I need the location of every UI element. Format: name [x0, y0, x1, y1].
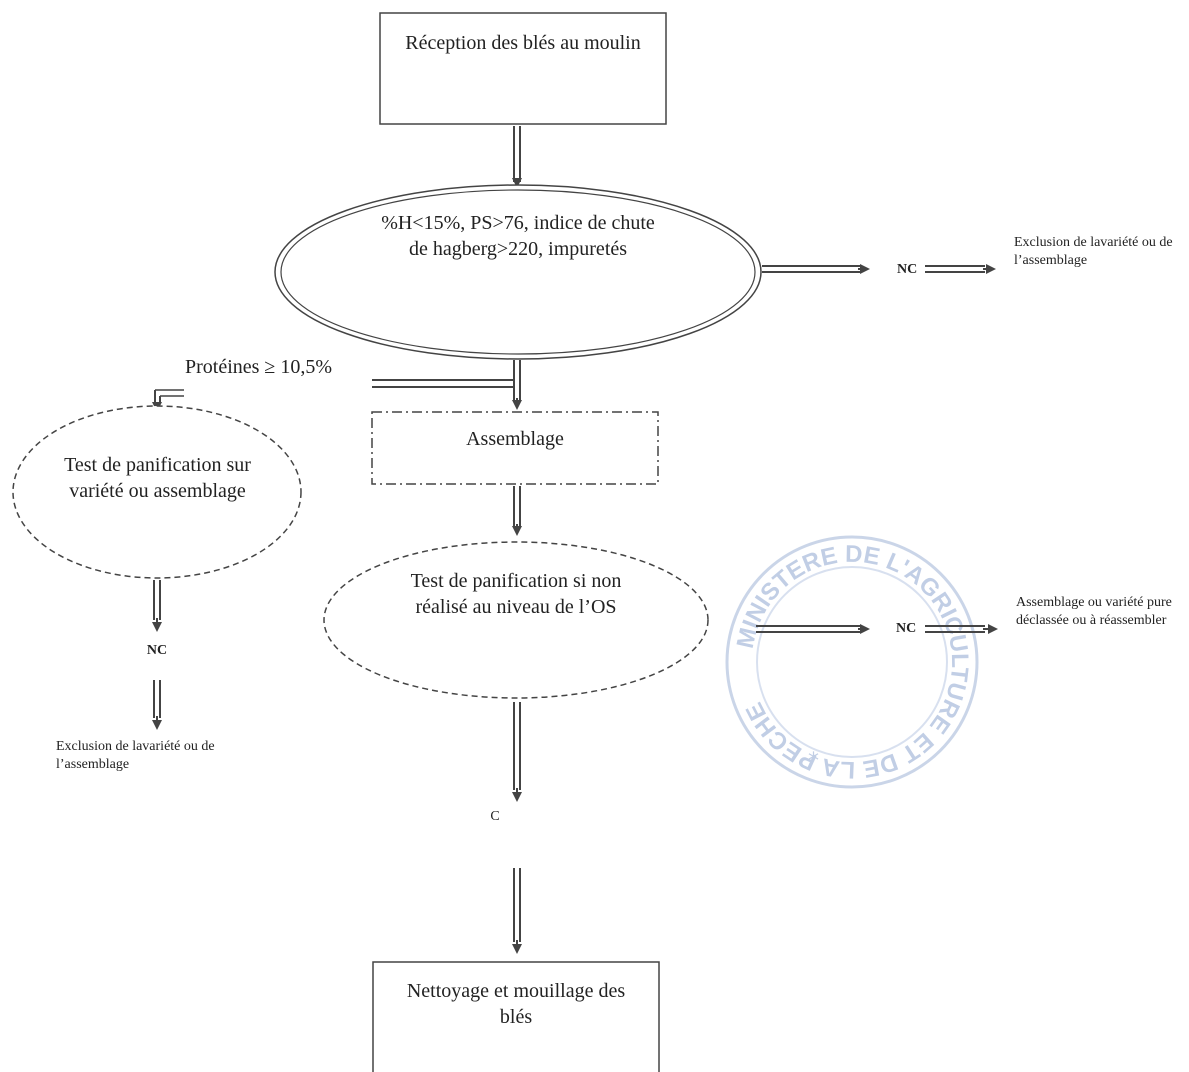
official-stamp: MINISTERE DE L'AGRICULTURE ET DE LA PECH… — [725, 535, 979, 789]
nc-top-label: NC — [897, 262, 918, 277]
nettoyage-box — [372, 961, 660, 1072]
exclusion-left-text: Exclusion de lavariété ou de l’assemblag… — [56, 739, 215, 773]
reception-label: Réception des blés au moulin — [405, 32, 641, 54]
nc-right-label: NC — [896, 621, 917, 636]
test-left-label: Test de panification sur variété ou asse… — [64, 454, 251, 502]
assemblage-label: Assemblage — [466, 428, 564, 450]
assemblage-box — [371, 411, 659, 485]
stamp-star: * — [808, 749, 819, 774]
reception-box — [379, 12, 667, 125]
c-label: C — [490, 809, 500, 824]
proteines-label: Protéines ≥ 10,5% — [185, 356, 333, 378]
nc-left-label: NC — [146, 643, 168, 658]
criteria-label: %H<15%, PS>76, indice de chute de hagber… — [381, 212, 655, 260]
test-center-label: Test de panification si non réalisé au n… — [410, 570, 622, 618]
svg-text:MINISTERE DE L'AGRICULTURE ET: MINISTERE DE L'AGRICULTURE ET DE LA PECH… — [732, 541, 973, 783]
criteria-ellipse-outer — [274, 184, 762, 360]
exclusion-top-text: Exclusion de lavariété ou de l’assemblag… — [1014, 235, 1173, 269]
nettoyage-label: Nettoyage et mouillage des blés — [406, 980, 626, 1028]
test-center-ellipse — [323, 541, 709, 699]
test-left-ellipse — [12, 405, 302, 579]
declassee-text: Assemblage ou variété pure déclassée ou … — [1016, 595, 1172, 629]
stamp-text: MINISTERE DE L'AGRICULTURE ET DE LA PECH… — [732, 541, 973, 783]
criteria-ellipse-inner — [280, 189, 756, 355]
